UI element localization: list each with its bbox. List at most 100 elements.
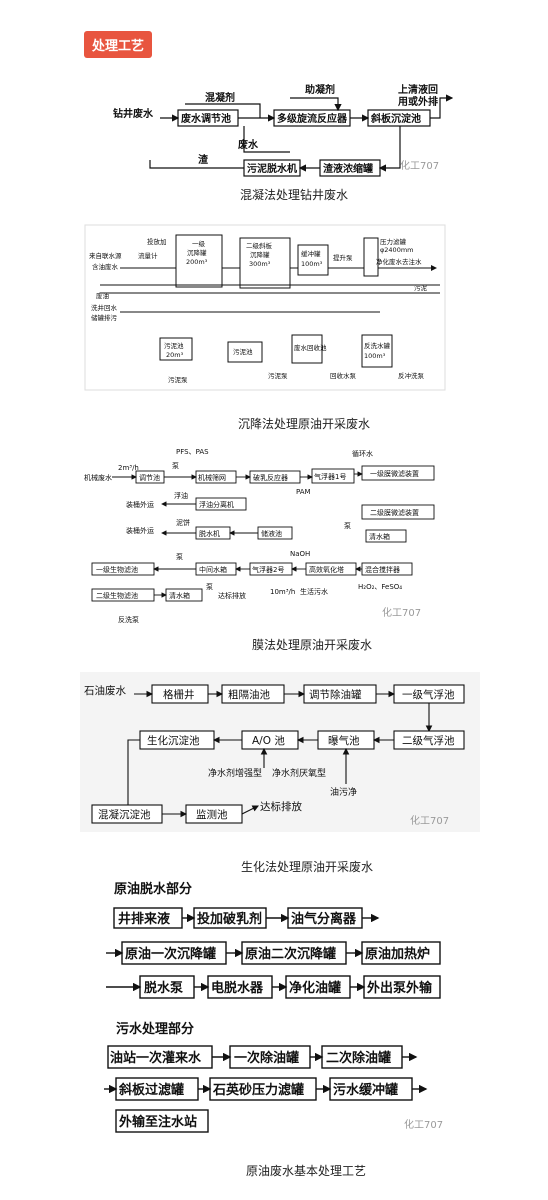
fig5-r3-1: 电脱水器 [211, 980, 264, 996]
fig3-demul: 破乳反应器 [253, 473, 288, 482]
fig1-thickener-label: 渣液浓缩罐 [323, 162, 373, 175]
fig2-out-dia: φ2400mm [380, 246, 414, 254]
fig3-ship: 装桶外运 [126, 500, 154, 509]
fig3-m1: 一级膜微滤装置 [370, 469, 419, 478]
fig3-oxid: 高效氧化塔 [309, 565, 344, 574]
fig3-m2: 二级膜微滤装置 [370, 508, 419, 517]
fig4-oil: 油污净 [330, 786, 357, 798]
fig3-mud: 泥饼 [176, 518, 190, 527]
fig3-clean: 清水箱 [369, 532, 390, 541]
fig3-pump3: 泵 [176, 553, 183, 561]
fig3-store: 储液池 [261, 529, 282, 538]
fig2-lift-pump: 提升泵 [333, 253, 353, 262]
fig3-caption: 膜法处理原油开采废水 [251, 638, 372, 652]
fig5-r5-2: 污水缓冲罐 [333, 1082, 398, 1098]
fig5-r6-0: 外输至注水站 [118, 1114, 197, 1130]
fig2-tank2-c: 300m³ [249, 260, 271, 268]
fig4-agent1: 净水剂增强型 [208, 767, 262, 779]
fig2-filter [363, 237, 379, 277]
fig4-screen: 格栅井 [163, 688, 195, 701]
fig2-pit1 [159, 337, 193, 361]
fig2-pump-a: 污泥泵 [168, 376, 188, 384]
fig5-sec2: 污水处理部分 [116, 1021, 194, 1037]
fig1-aid-label: 助凝剂 [305, 83, 335, 96]
fig3-float1: 气浮器1号 [314, 472, 346, 481]
watermark-3: 化工707 [410, 816, 450, 827]
fig5-r1-1: 投加破乳剂 [197, 911, 262, 927]
fig5-r1-0: 井排来液 [118, 911, 170, 927]
fig3-life: 生活污水 [300, 587, 328, 596]
fig3-mixer: 混合搅拌器 [365, 565, 400, 574]
fig3-std: 达标排放 [218, 591, 246, 600]
fig2-sewage-label: 污泥 [414, 284, 428, 292]
fig5-r2-0: 原油一次沉降罐 [125, 946, 216, 962]
fig3-chem: PFS、PAS [176, 448, 209, 456]
fig5-r2-2: 原油加热炉 [365, 946, 430, 962]
fig2-backwash-tank [361, 334, 393, 368]
fig2-buffer-vol: 100m³ [301, 260, 323, 268]
fig2-source-label: 来自联水源 [89, 251, 122, 260]
fig1-source-label: 钻井废水 [113, 107, 154, 120]
fig3-screen: 机械筛网 [198, 473, 226, 482]
fig2-out-label: 净化废水去注水 [376, 257, 422, 266]
fig2-pit2 [227, 341, 263, 363]
fig2-tank1-c: 200m³ [186, 258, 208, 266]
fig3-bio1: 一级生物滤池 [96, 565, 138, 574]
fig1-coagulation-flow: 混凝剂 助凝剂 上清液回 用或外排 钻井废水 废水调节池 多级旋流反应器 斜板沉… [113, 83, 454, 177]
watermark-1: 化工707 [400, 161, 440, 172]
fig1-reactor-label: 多级旋流反应器 [277, 112, 348, 125]
fig3-pump4: 泵 [206, 583, 213, 591]
fig3-pump1: 泵 [172, 462, 179, 470]
fig3-oil: 浮油 [174, 491, 188, 500]
fig3-bio2: 二级生物滤池 [96, 591, 138, 600]
fig2-backwash-vol: 100m³ [364, 352, 386, 360]
fig2-tank1 [175, 234, 223, 288]
fig1-water-label: 废水 [238, 138, 259, 151]
fig5-r3-2: 净化油罐 [289, 980, 341, 996]
fig2-drain-label: 储罐排污 [91, 313, 118, 322]
fig2-pit1-vol: 20m³ [166, 351, 184, 359]
fig3-flow2: 10m³/h [270, 588, 295, 596]
fig3-cool: 循环水 [352, 449, 373, 458]
fig5-r4-2: 二次除油罐 [326, 1050, 391, 1066]
fig2-buffer-label: 缓冲罐 [301, 249, 321, 258]
fig5-r4-0: 油站一次灌来水 [110, 1050, 202, 1066]
fig5-r3-0: 脱水泵 [144, 980, 183, 996]
fig4-std: 达标排放 [260, 800, 302, 813]
fig2-backwash-label: 反洗水罐 [364, 341, 391, 350]
watermark-4: 化工707 [404, 1120, 444, 1131]
fig5-r2-1: 原油二次沉降罐 [245, 946, 336, 962]
fig5-r1-2: 油气分离器 [291, 911, 357, 927]
fig1-clear-label-2: 用或外排 [397, 95, 438, 108]
fig4-coarse: 粗隔油池 [228, 688, 270, 701]
fig3-clear: 清水箱 [169, 591, 190, 600]
fig3-h2o2: H₂O₂、FeSO₄ [358, 583, 402, 591]
fig5-r5-1: 石英砂压力滤罐 [212, 1082, 304, 1098]
fig2-pump-d: 反冲洗泵 [398, 371, 425, 380]
fig3-float2: 气浮器2号 [252, 565, 284, 574]
section-badge: 处理工艺 [84, 31, 153, 58]
fig3-mid: 中间水箱 [199, 565, 227, 574]
fig2-filter-label: 压力滤罐 [380, 237, 407, 246]
fig2-pump-c: 回收水泵 [330, 371, 357, 380]
fig4-adj: 调节除油罐 [309, 688, 362, 701]
fig2-recovery [291, 334, 323, 364]
fig5-sec1: 原油脱水部分 [114, 881, 192, 897]
fig2-dose-label: 投放加 [147, 237, 167, 246]
fig1-sludge-label: 渣 [198, 153, 209, 166]
fig2-source-label-2: 含油废水 [92, 262, 119, 271]
fig2-pump-b: 污泥泵 [268, 372, 288, 380]
fig2-caption: 沉降法处理原油开采废水 [237, 417, 370, 431]
fig1-settler-label: 斜板沉淀池 [370, 112, 421, 125]
fig4-aer: 曝气池 [328, 734, 360, 747]
fig2-settling-flow: 来自联水源 含油废水 流量计 投放加 一级 沉降罐 200m³ 二级斜板 沉降罐… [84, 224, 446, 391]
fig3-src: 机械废水 [84, 473, 112, 482]
fig2-tank1-a: 一级 [192, 239, 206, 248]
fig4-float: 一级气浮池 [402, 688, 455, 701]
fig5-r5-0: 斜板过滤罐 [118, 1082, 184, 1098]
fig3-membrane-flow: 机械废水 2m³/h PFS、PAS 泵 调节池 机械筛网 破乳反应器 气浮器1… [84, 448, 435, 624]
fig1-tank-label: 废水调节池 [181, 112, 231, 125]
fig1-caption: 混凝法处理钻井废水 [239, 188, 348, 202]
fig1-clear-label: 上清液回 [398, 83, 438, 96]
fig3-adj: 调节池 [139, 473, 160, 482]
